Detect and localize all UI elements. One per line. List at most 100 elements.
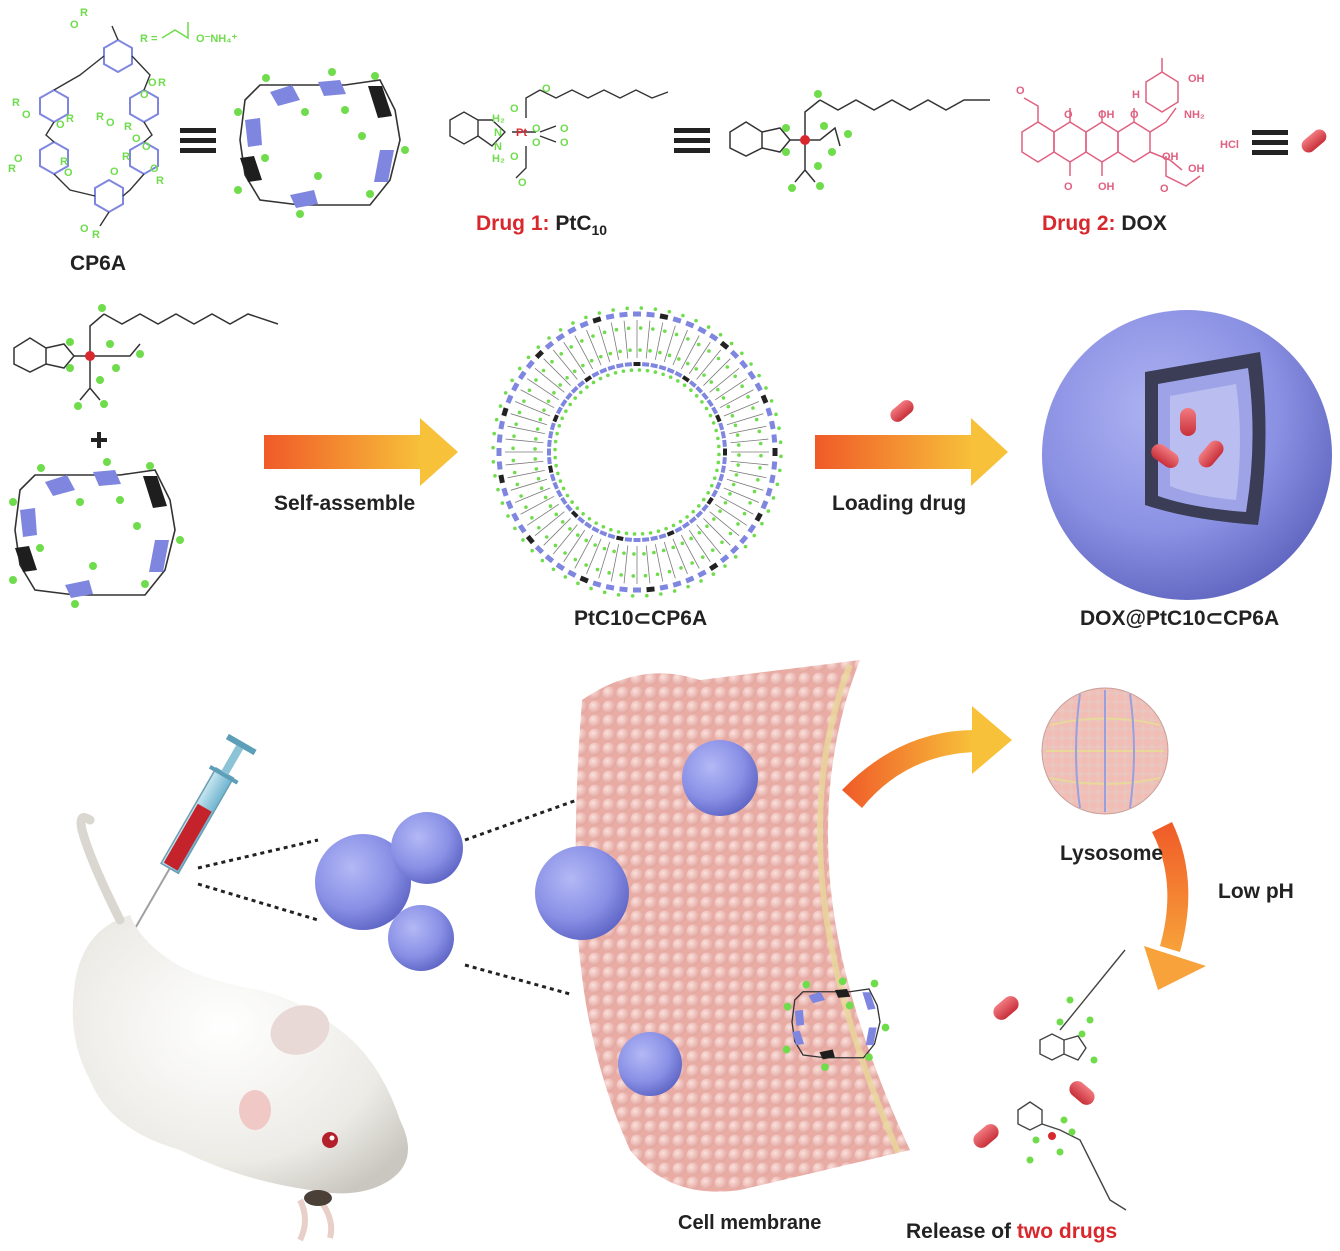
cell-membrane: [535, 660, 910, 1192]
svg-text:R: R: [92, 229, 100, 241]
bilayer-head-inner: [555, 406, 563, 415]
bilayer-carboxylate: [714, 428, 718, 433]
bilayer-carboxylate: [524, 505, 528, 509]
bilayer-tail: [654, 544, 664, 582]
svg-text:N: N: [494, 141, 502, 153]
bilayer-head-outer: [765, 407, 773, 417]
bilayer-carboxylate: [735, 433, 740, 437]
bilayer-tail: [527, 378, 560, 401]
bilayer-carboxylate: [723, 564, 727, 568]
bilayer-head-outer: [646, 311, 655, 318]
bilayer-carboxylate: [553, 455, 557, 460]
bilayer-carboxylate: [667, 569, 672, 574]
equiv-sign-2: [674, 128, 710, 153]
bilayer-carboxylate: [607, 571, 611, 575]
bilayer-carboxylate: [602, 330, 607, 335]
svg-text:H₂: H₂: [492, 113, 505, 125]
bilayer-carboxylate: [618, 349, 622, 354]
bilayer-carboxylate: [576, 581, 580, 586]
svg-text:O: O: [510, 103, 519, 115]
lysosome-label: Lysosome: [1060, 842, 1164, 865]
bilayer-tail: [514, 401, 551, 417]
bilayer-carboxylate: [709, 483, 714, 488]
bilayer-head-inner: [674, 526, 683, 534]
bilayer-head-inner: [577, 380, 586, 388]
svg-text:O: O: [532, 137, 541, 149]
bilayer-carboxylate: [700, 555, 705, 559]
bilayer-carboxylate: [626, 326, 631, 331]
bilayer-carboxylate: [778, 468, 782, 473]
bilayer-carboxylate: [655, 572, 660, 577]
bilayer-head-inner: [720, 431, 726, 439]
bilayer-head-outer: [505, 394, 514, 404]
bilayer-carboxylate: [756, 478, 760, 482]
low-ph-arrow: [1144, 822, 1206, 990]
bilayer-carboxylate: [612, 549, 616, 554]
bilayer-carboxylate: [630, 594, 635, 598]
bilayer-carboxylate: [593, 543, 597, 547]
bilayer-tail: [696, 349, 722, 380]
svg-text:O: O: [132, 133, 141, 145]
bilayer-head-outer: [505, 500, 514, 510]
svg-text:O: O: [518, 177, 527, 189]
bilayer-carboxylate: [667, 353, 672, 358]
release-label: Release of two drugs: [906, 1220, 1117, 1244]
svg-text:OH: OH: [1098, 109, 1115, 121]
bilayer-carboxylate: [563, 575, 568, 579]
bilayer-tail: [510, 478, 548, 491]
bilayer-carboxylate: [572, 369, 577, 374]
bilayer-head-inner: [641, 362, 650, 367]
bilayer-carboxylate: [517, 410, 522, 415]
bilayer-carboxylate: [517, 366, 522, 371]
bilayer-carboxylate: [581, 363, 585, 368]
bilayer-carboxylate: [694, 367, 698, 371]
svg-text:R: R: [96, 111, 104, 123]
bilayer-carboxylate: [667, 309, 672, 314]
bilayer-carboxylate: [515, 482, 520, 487]
bilayer-carboxylate: [679, 566, 683, 570]
bilayer-head-inner: [711, 489, 719, 498]
bilayer-tail: [543, 518, 571, 546]
svg-text:OH: OH: [1162, 151, 1179, 163]
bilayer-head-outer: [567, 326, 577, 335]
dox-capsule-icon: [1301, 129, 1327, 153]
bilayer-tail: [688, 342, 711, 375]
bilayer-carboxylate: [551, 567, 556, 572]
bilayer-head-inner: [560, 496, 568, 505]
bilayer-head-outer: [772, 448, 778, 456]
bilayer-head-outer: [672, 580, 682, 588]
svg-text:O: O: [532, 123, 541, 135]
bilayer-head-inner: [688, 516, 697, 524]
bilayer-head-outer: [567, 569, 577, 578]
svg-text:O: O: [560, 137, 569, 149]
bilayer-carboxylate: [584, 315, 588, 320]
bilayer-carboxylate: [730, 414, 735, 418]
bilayer-carboxylate: [565, 493, 570, 498]
bilayer-carboxylate: [694, 318, 698, 323]
bilayer-carboxylate: [521, 538, 525, 542]
bilayer-tail: [663, 541, 676, 579]
bilayer-head-outer: [729, 349, 740, 360]
bilayer-carboxylate: [707, 349, 711, 353]
bilayer-carboxylate: [752, 533, 757, 538]
bilayer-carboxylate: [717, 452, 721, 457]
bilayer-head-outer: [697, 569, 707, 578]
bilayer-carboxylate: [664, 526, 668, 531]
bilayer-tail: [574, 534, 594, 569]
bilayer-carboxylate: [552, 391, 556, 395]
loading-drug-arrow: [815, 418, 1008, 486]
bilayer-carboxylate: [559, 352, 564, 356]
bilayer-tail: [680, 534, 700, 569]
svg-text:R: R: [12, 97, 20, 109]
bilayer-carboxylate: [561, 486, 566, 491]
bilayer-carboxylate: [689, 388, 693, 393]
bilayer-head-outer: [771, 461, 778, 470]
bilayer-head-outer: [496, 434, 503, 443]
bilayer-head-inner: [591, 370, 600, 378]
hcl-label: HCl: [1220, 139, 1239, 151]
bilayer-carboxylate: [619, 573, 623, 577]
bilayer-head-outer: [633, 311, 641, 317]
svg-text:O: O: [142, 141, 151, 153]
bilayer-head-inner: [624, 362, 633, 367]
bilayer-tail: [723, 487, 760, 503]
